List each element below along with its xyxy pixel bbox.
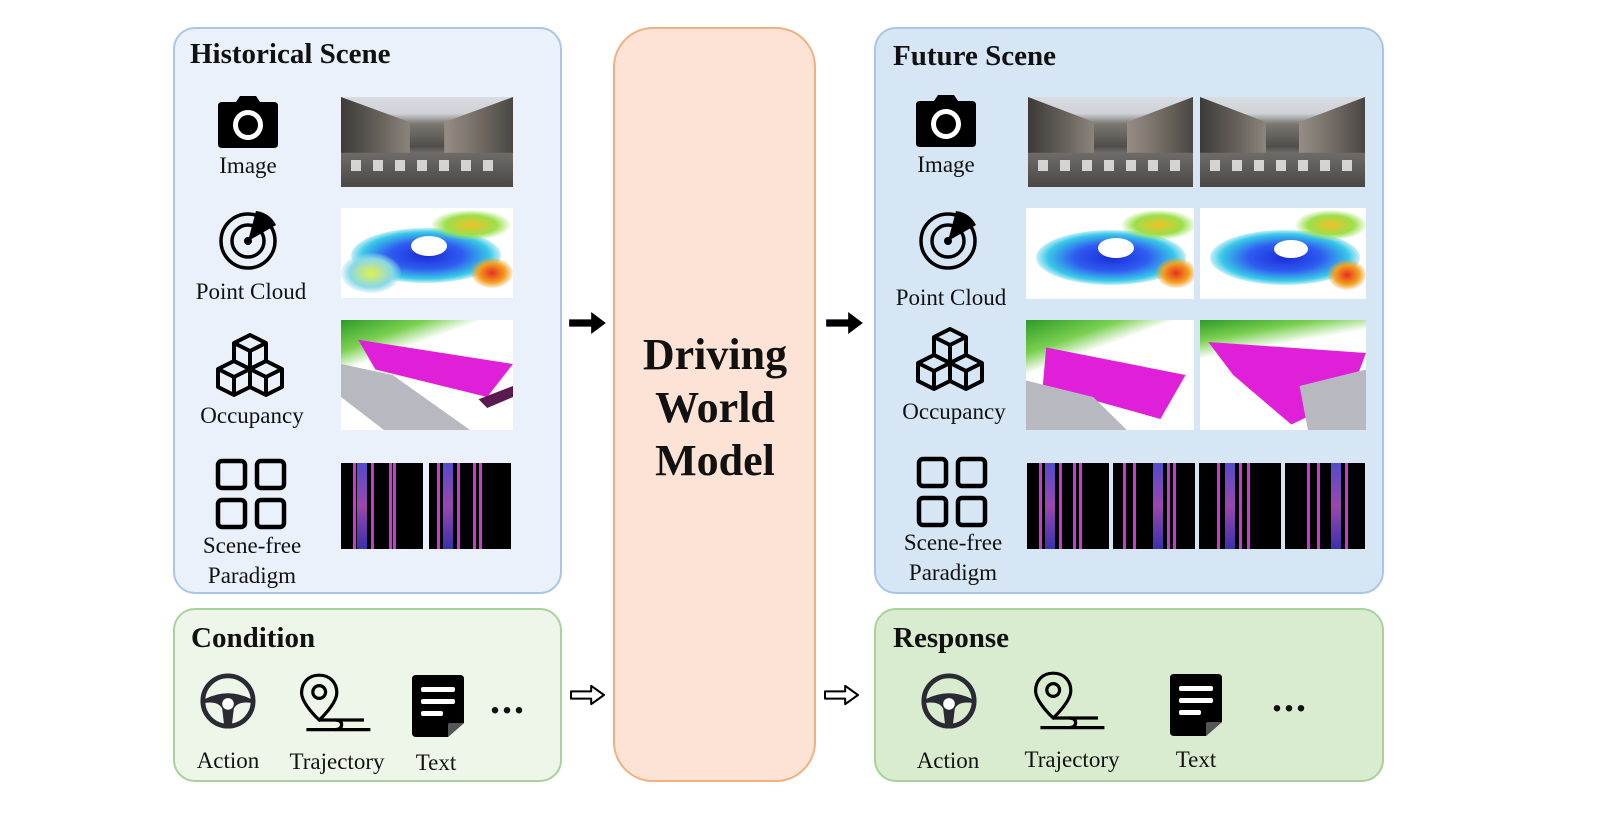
response-panel: Response Action Trajectory Text ... [874,608,1384,782]
response-title: Response [893,622,1010,654]
arrow-model-to-future [826,312,863,334]
document-icon [410,673,466,739]
radar-icon [218,207,282,271]
location-route-icon [300,668,372,740]
driving-world-model-label: Driving World Model [642,330,788,485]
future-occupancy-thumbnail-2 [1200,320,1366,430]
historical-point-cloud-label: Point Cloud [195,279,307,304]
historical-scene-panel: Historical Scene Image Point Cloud Occup… [173,27,562,594]
response-text-label: Text [1175,747,1217,772]
historical-point-cloud-thumbnail [341,208,513,298]
steering-wheel-icon [199,672,257,730]
future-occupancy-label: Occupancy [902,399,1006,424]
condition-trajectory-label: Trajectory [289,749,385,774]
future-image-label: Image [917,152,975,177]
historical-image-label: Image [219,153,277,178]
arrow-condition-to-model [569,684,606,706]
future-scene-free-thumbnail-2 [1113,463,1195,549]
future-point-cloud-thumbnail-1 [1026,208,1194,299]
historical-scene-title: Historical Scene [190,38,391,70]
historical-occupancy-label: Occupancy [200,403,304,428]
cubes-icon [214,333,286,401]
radar-icon [918,207,982,271]
cubes-icon [914,327,986,395]
future-scene-free-thumbnail-3 [1199,463,1281,549]
arrow-history-to-model [569,312,606,334]
historical-scene-free-label: Scene-free Paradigm [202,533,302,588]
grid-icon [215,458,287,530]
condition-panel: Condition Action Trajectory Text ... [173,608,562,782]
camera-icon [216,94,280,150]
response-action-label: Action [916,748,980,773]
response-more-ellipsis: ... [1272,675,1308,720]
future-scene-panel: Future Scene Image Point Cloud Occupancy… [874,27,1384,594]
historical-scene-free-thumbnail-2 [429,463,511,549]
future-scene-free-thumbnail-4 [1285,463,1365,549]
location-route-icon [1034,666,1106,738]
future-scene-free-label: Scene-free Paradigm [903,530,1003,585]
arrow-model-to-response [823,684,860,706]
future-point-cloud-label: Point Cloud [895,285,1007,310]
future-image-thumbnail-2 [1200,97,1365,187]
condition-action-label: Action [196,748,260,773]
future-scene-title: Future Scene [893,40,1056,72]
camera-icon [914,93,978,149]
condition-text-label: Text [415,750,457,775]
future-scene-free-thumbnail-1 [1027,463,1109,549]
condition-title: Condition [191,622,316,654]
document-icon [1168,672,1224,738]
future-occupancy-thumbnail-1 [1026,320,1194,430]
grid-icon [916,456,988,528]
response-trajectory-label: Trajectory [1024,747,1120,772]
historical-occupancy-thumbnail [341,320,513,430]
historical-image-thumbnail [341,97,513,187]
condition-more-ellipsis: ... [490,677,526,722]
future-image-thumbnail-1 [1028,97,1193,187]
steering-wheel-icon [920,672,978,730]
historical-scene-free-thumbnail-1 [341,463,423,549]
future-point-cloud-thumbnail-2 [1200,208,1366,299]
driving-world-model-block [613,27,816,782]
